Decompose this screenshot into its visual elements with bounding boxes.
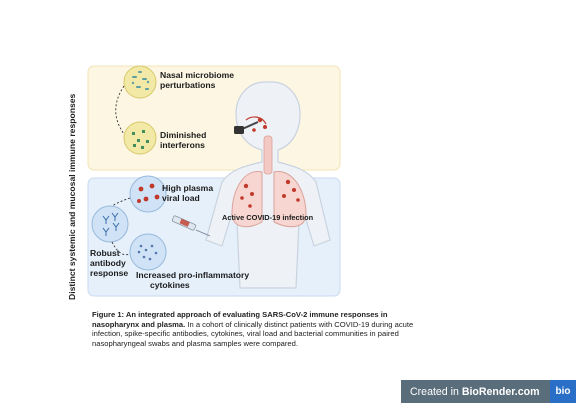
antibody-icons: [102, 212, 120, 236]
trachea: [263, 135, 273, 175]
connector-microbiome-interferons: [115, 85, 125, 135]
label-line: viral load: [162, 193, 200, 203]
label-diminished-interferons: Diminished interferons: [160, 130, 206, 150]
label-line: Robust: [90, 248, 120, 258]
virus-particles: [240, 117, 300, 208]
cytokines-circle: [129, 233, 167, 271]
label-high-plasma-viral-load: High plasma viral load: [162, 183, 213, 203]
bacteria-icons: [131, 71, 150, 90]
nasal-cavity: [245, 116, 267, 125]
label-line: High plasma: [162, 183, 214, 193]
biorender-logo-icon: bio: [550, 380, 576, 403]
human-body-illustration: [205, 81, 331, 289]
side-label: Distinct systemic and mucosal immune res…: [67, 93, 77, 300]
badge-prefix: Created in: [410, 385, 462, 398]
label-line: cytokines: [150, 280, 190, 290]
label-line: Nasal microbiome: [160, 70, 235, 80]
label-line: antibody: [90, 258, 126, 268]
label-nasal-microbiome: Nasal microbiome perturbations: [160, 70, 234, 90]
left-lung: [231, 171, 263, 228]
interferon-icons: [132, 130, 149, 149]
swab-tube: [234, 126, 244, 134]
interferons-circle: [123, 121, 157, 155]
label-line: Increased pro-inflammatory: [136, 270, 250, 280]
label-line: perturbations: [160, 80, 216, 90]
antibody-circle: [91, 205, 129, 243]
label-line: interferons: [160, 140, 205, 150]
label-pro-inflammatory-cytokines: Increased pro-inflammatory cytokines: [136, 270, 249, 290]
label-line: Diminished: [160, 130, 207, 140]
syringe-illustration: [171, 215, 211, 237]
badge-brand: BioRender.com: [461, 385, 540, 398]
figure-caption: Figure 1: An integrated approach of eval…: [92, 310, 422, 348]
caption-title: Figure 1: An integrated approach of eval…: [92, 310, 388, 329]
viral-load-viruses: [137, 183, 160, 203]
label-line: response: [90, 268, 129, 278]
badge-text: Created in BioRender.com: [401, 386, 540, 398]
nasal-microbiome-circle: [123, 65, 157, 99]
right-lung: [273, 171, 307, 228]
biorender-badge[interactable]: Created in BioRender.com bio: [401, 380, 576, 403]
cytokine-icons: [137, 244, 158, 261]
label-robust-antibody-response: Robust antibody response: [90, 248, 128, 278]
caption-body: In a cohort of clinically distinct patie…: [92, 319, 414, 348]
label-active-covid: Active COVID-19 infection: [222, 213, 314, 222]
viral-load-circle: [129, 175, 167, 213]
